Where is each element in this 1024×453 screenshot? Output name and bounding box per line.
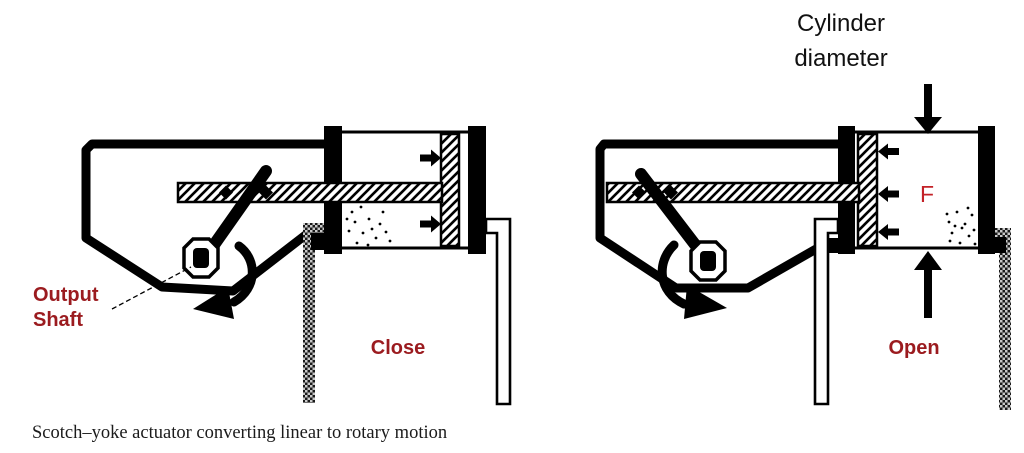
force-label: F bbox=[919, 181, 935, 207]
air-speckles bbox=[945, 206, 977, 246]
right-actuator-drawing bbox=[595, 84, 1011, 410]
cylinder-body bbox=[838, 126, 995, 254]
rotation-arrow-cw-icon bbox=[657, 240, 727, 319]
piston bbox=[439, 132, 461, 248]
cylinder-diameter-label-line2: diameter bbox=[794, 45, 888, 72]
open-state-label: Open bbox=[888, 337, 940, 359]
piston bbox=[856, 132, 879, 248]
housing-outline bbox=[81, 139, 332, 296]
diameter-arrow-down-icon bbox=[914, 84, 942, 134]
cylinder-body bbox=[324, 126, 486, 254]
close-state-label: Close bbox=[370, 337, 426, 359]
pressure-arrow-right-icon bbox=[420, 149, 441, 233]
output-shaft-symbol bbox=[689, 240, 727, 282]
left-actuator-drawing bbox=[81, 126, 512, 406]
checkered-supply-pipe-icon bbox=[993, 228, 1011, 410]
yoke-slot-diamond bbox=[632, 185, 646, 200]
yoke-rod bbox=[605, 181, 861, 204]
yoke-slot-diamond bbox=[219, 185, 233, 200]
cylinder-right-wall bbox=[468, 126, 486, 254]
checkered-supply-pipe-icon bbox=[303, 223, 326, 403]
output-shaft-label-line1: Output bbox=[33, 284, 99, 306]
outlet-pipe-icon bbox=[484, 217, 512, 406]
air-speckles bbox=[345, 205, 392, 247]
cylinder-right-wall bbox=[978, 126, 995, 254]
open-arrow-up-icon bbox=[914, 251, 942, 318]
leader-line bbox=[111, 266, 192, 310]
yoke-slot-diamond bbox=[664, 185, 678, 200]
output-shaft-label-line2: Shaft bbox=[33, 309, 83, 331]
lever-arm bbox=[635, 168, 709, 261]
cylinder-diameter-label-line1: Cylinder bbox=[796, 10, 886, 37]
output-shaft-label: Output Shaft bbox=[33, 283, 99, 333]
pressure-arrow-left-icon bbox=[878, 143, 899, 240]
rotation-arrow-ccw-icon bbox=[193, 241, 257, 319]
yoke-rod bbox=[176, 181, 444, 204]
housing-outline bbox=[595, 139, 840, 293]
output-shaft-symbol bbox=[182, 237, 220, 279]
lever-arm bbox=[203, 165, 272, 258]
yoke-slot-diamond bbox=[259, 185, 273, 200]
figure-caption: Scotch–yoke actuator converting linear t… bbox=[32, 423, 448, 443]
cylinder-diameter-label: Cylinder diameter bbox=[763, 6, 919, 76]
